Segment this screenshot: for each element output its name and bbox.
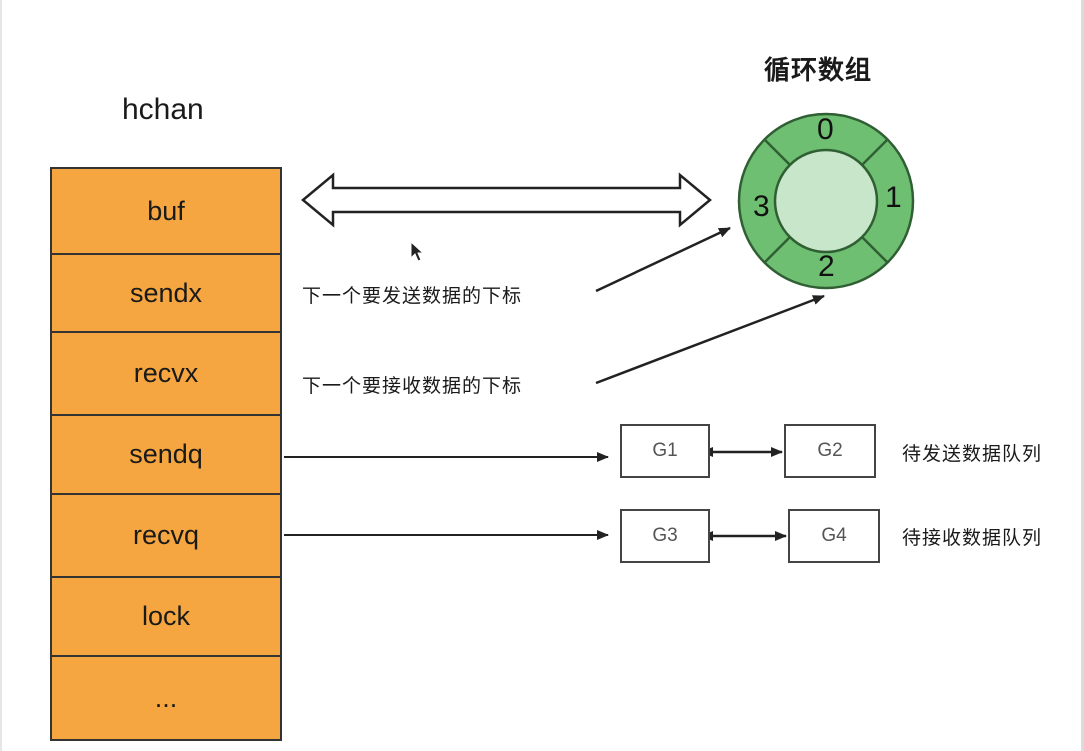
goroutine-g1: G1 [620, 424, 710, 478]
ring-slot-3: 3 [753, 190, 770, 223]
frame-edge-left [0, 0, 2, 751]
field-sendx: sendx [52, 255, 280, 333]
hchan-title: hchan [122, 93, 204, 126]
ring-slot-2: 2 [818, 250, 835, 283]
sendq-label: 待发送数据队列 [902, 443, 1043, 465]
recvq-label: 待接收数据队列 [902, 527, 1043, 549]
goroutine-g3: G3 [620, 509, 710, 563]
recvx-note: 下一个要接收数据的下标 [302, 375, 523, 397]
mouse-cursor-icon [410, 240, 425, 262]
buf-ring-double-arrow [301, 172, 712, 228]
field-ellipsis: ... [154, 682, 178, 713]
field-sendq: sendq [52, 416, 280, 495]
field-buf: buf [52, 169, 280, 255]
field-recvq: recvq [52, 495, 280, 578]
hchan-struct: buf sendx recvx sendq recvq lock ... [50, 167, 282, 741]
sendx-note: 下一个要发送数据的下标 [302, 285, 523, 307]
frame-edge-right [1081, 0, 1084, 751]
field-lock: lock [52, 578, 280, 657]
recvx-arrow [595, 294, 825, 385]
goroutine-g4: G4 [788, 509, 880, 563]
ring-slot-1: 1 [885, 181, 902, 214]
ring-slot-0: 0 [817, 113, 834, 146]
circular-buffer-ring [737, 112, 915, 290]
goroutine-g2: G2 [784, 424, 876, 478]
ring-title: 循环数组 [764, 56, 873, 86]
field-recvx: recvx [52, 333, 280, 416]
sendx-arrow [595, 226, 731, 293]
